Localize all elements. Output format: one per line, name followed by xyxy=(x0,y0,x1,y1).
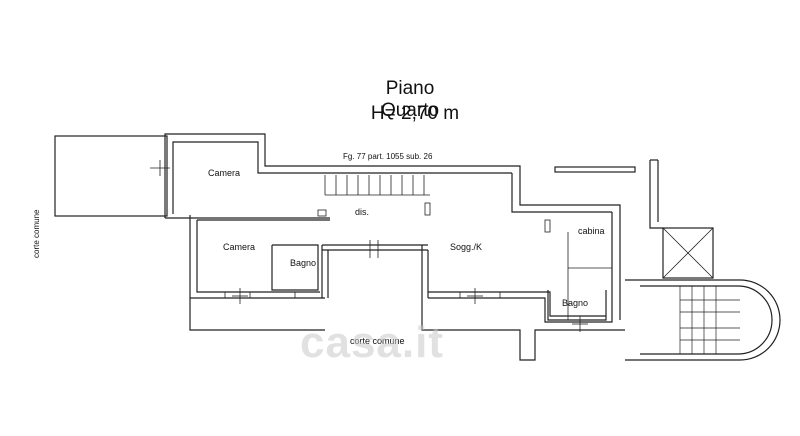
plan-title-height: H= 2,70 m xyxy=(370,103,460,124)
wall-left-lower xyxy=(189,215,325,299)
room-label-sogg: Sogg./K xyxy=(450,242,483,252)
balcony-right xyxy=(421,298,625,361)
room-label-bagno-right: Bagno xyxy=(562,298,589,308)
corte-comune-bottom-label: corte comune xyxy=(350,336,405,346)
room-label-cabina: cabina xyxy=(578,226,605,236)
balcony-left xyxy=(189,298,325,331)
wall-camera-top xyxy=(164,133,521,218)
cadastral-reference: Fg. 77 part. 1055 sub. 26 xyxy=(343,152,433,161)
corte-comune-left-label: corte comune xyxy=(32,209,41,258)
bagno-left-room xyxy=(271,244,319,291)
stairs-top xyxy=(324,175,430,196)
curved-stair xyxy=(625,279,781,361)
room-label-bagno-left: Bagno xyxy=(290,258,317,268)
left-terrace xyxy=(54,135,168,217)
room-label-camera-left: Camera xyxy=(223,242,256,252)
stair-box xyxy=(662,227,714,279)
plan-title-floor: Piano Quarto xyxy=(380,78,440,121)
room-label-camera-top: Camera xyxy=(208,168,241,178)
room-label-dis: dis. xyxy=(355,207,370,217)
watermark-logo: casa.it xyxy=(300,318,444,367)
bagno-right-room xyxy=(547,290,607,321)
